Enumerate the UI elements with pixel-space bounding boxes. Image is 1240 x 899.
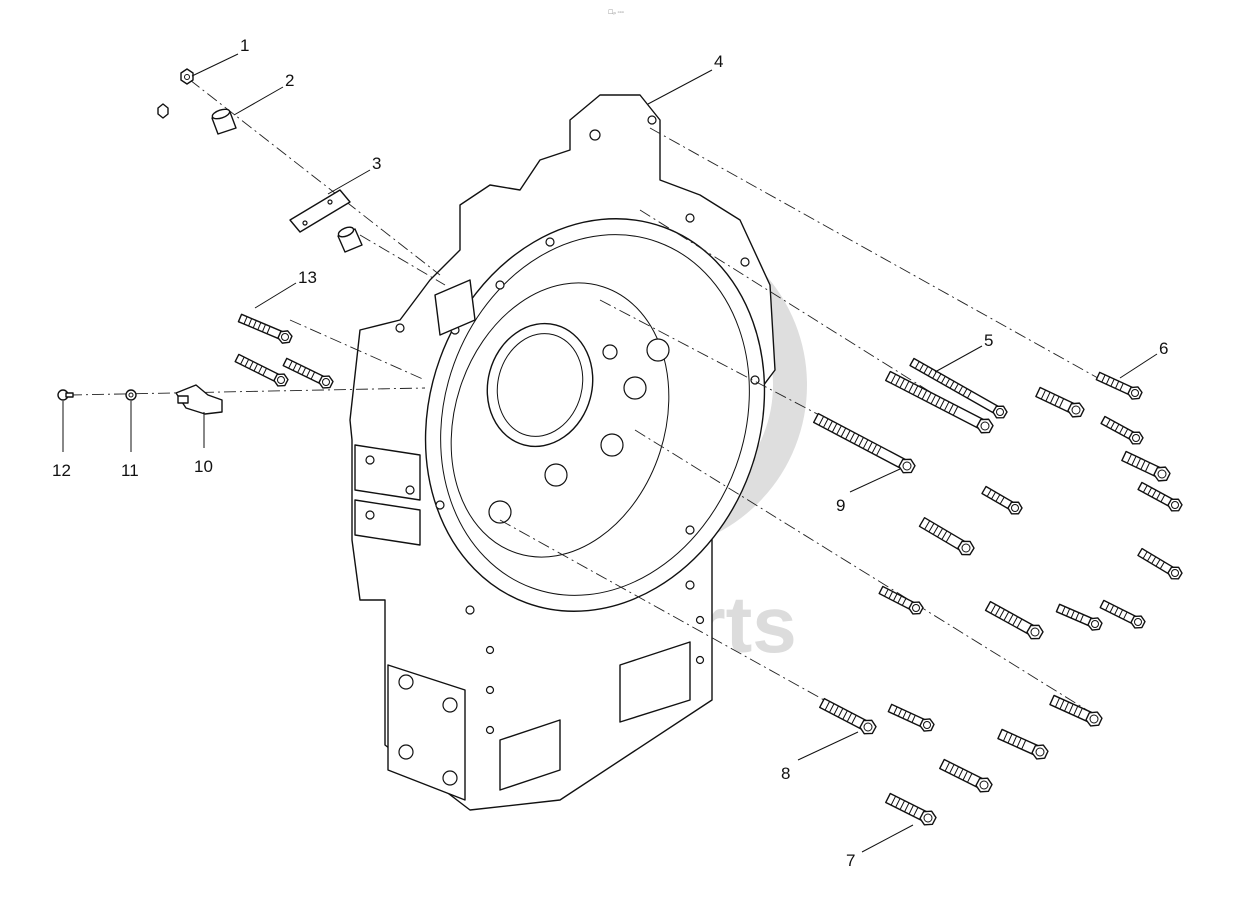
- part-2-sleeve: [211, 108, 237, 135]
- callout-6: 6: [1159, 339, 1168, 358]
- callout-4: 4: [714, 52, 723, 71]
- callout-2: 2: [285, 71, 294, 90]
- part-11-washer: [125, 389, 137, 401]
- flywheel-housing: [349, 94, 776, 811]
- bolt: [1035, 386, 1085, 418]
- sleeve-small: [337, 226, 363, 253]
- callout-8: 8: [781, 764, 790, 783]
- bolt: [282, 357, 334, 389]
- part-3-cover-plate: [289, 189, 351, 233]
- bolt-set: [234, 313, 1183, 826]
- loose-nut: [157, 103, 169, 119]
- bolt: [1049, 694, 1103, 727]
- bolt: [1137, 547, 1183, 580]
- callout-7: 7: [846, 851, 855, 870]
- callout-12: 12: [52, 461, 71, 480]
- bolt: [1055, 603, 1103, 631]
- callout-13: 13: [298, 268, 317, 287]
- bolt: [981, 485, 1023, 515]
- callout-1: 1: [240, 36, 249, 55]
- callout-10: 10: [194, 457, 213, 476]
- callout-9: 9: [836, 496, 845, 515]
- bolt: [939, 758, 993, 793]
- bolt: [885, 370, 994, 434]
- bolt: [885, 792, 937, 826]
- bolt: [887, 703, 935, 732]
- bolt: [818, 697, 877, 735]
- bolt: [1095, 371, 1143, 400]
- bolt: [1121, 450, 1171, 482]
- bolt: [812, 412, 916, 474]
- bolt: [234, 353, 289, 387]
- bolt: [918, 516, 975, 556]
- callout-3: 3: [372, 154, 381, 173]
- bolt: [984, 600, 1044, 640]
- bolt: [237, 313, 293, 344]
- part-1-nut: [180, 68, 194, 85]
- callout-11: 11: [121, 461, 139, 480]
- bolt: [909, 357, 1008, 419]
- top-mark: ☐ₚ ▫▫▫: [608, 9, 624, 16]
- callout-5: 5: [984, 331, 993, 350]
- bolt: [997, 728, 1049, 760]
- part-12-screw: [57, 389, 74, 401]
- part-10-sensor: [175, 384, 223, 415]
- callout-labels: 1 2 3 4 5 6 7 8 9 10 11 12 13: [52, 36, 1168, 870]
- bolt: [1099, 599, 1146, 629]
- bolt: [1137, 481, 1183, 512]
- bolt: [1100, 415, 1144, 445]
- bolt: [878, 585, 924, 615]
